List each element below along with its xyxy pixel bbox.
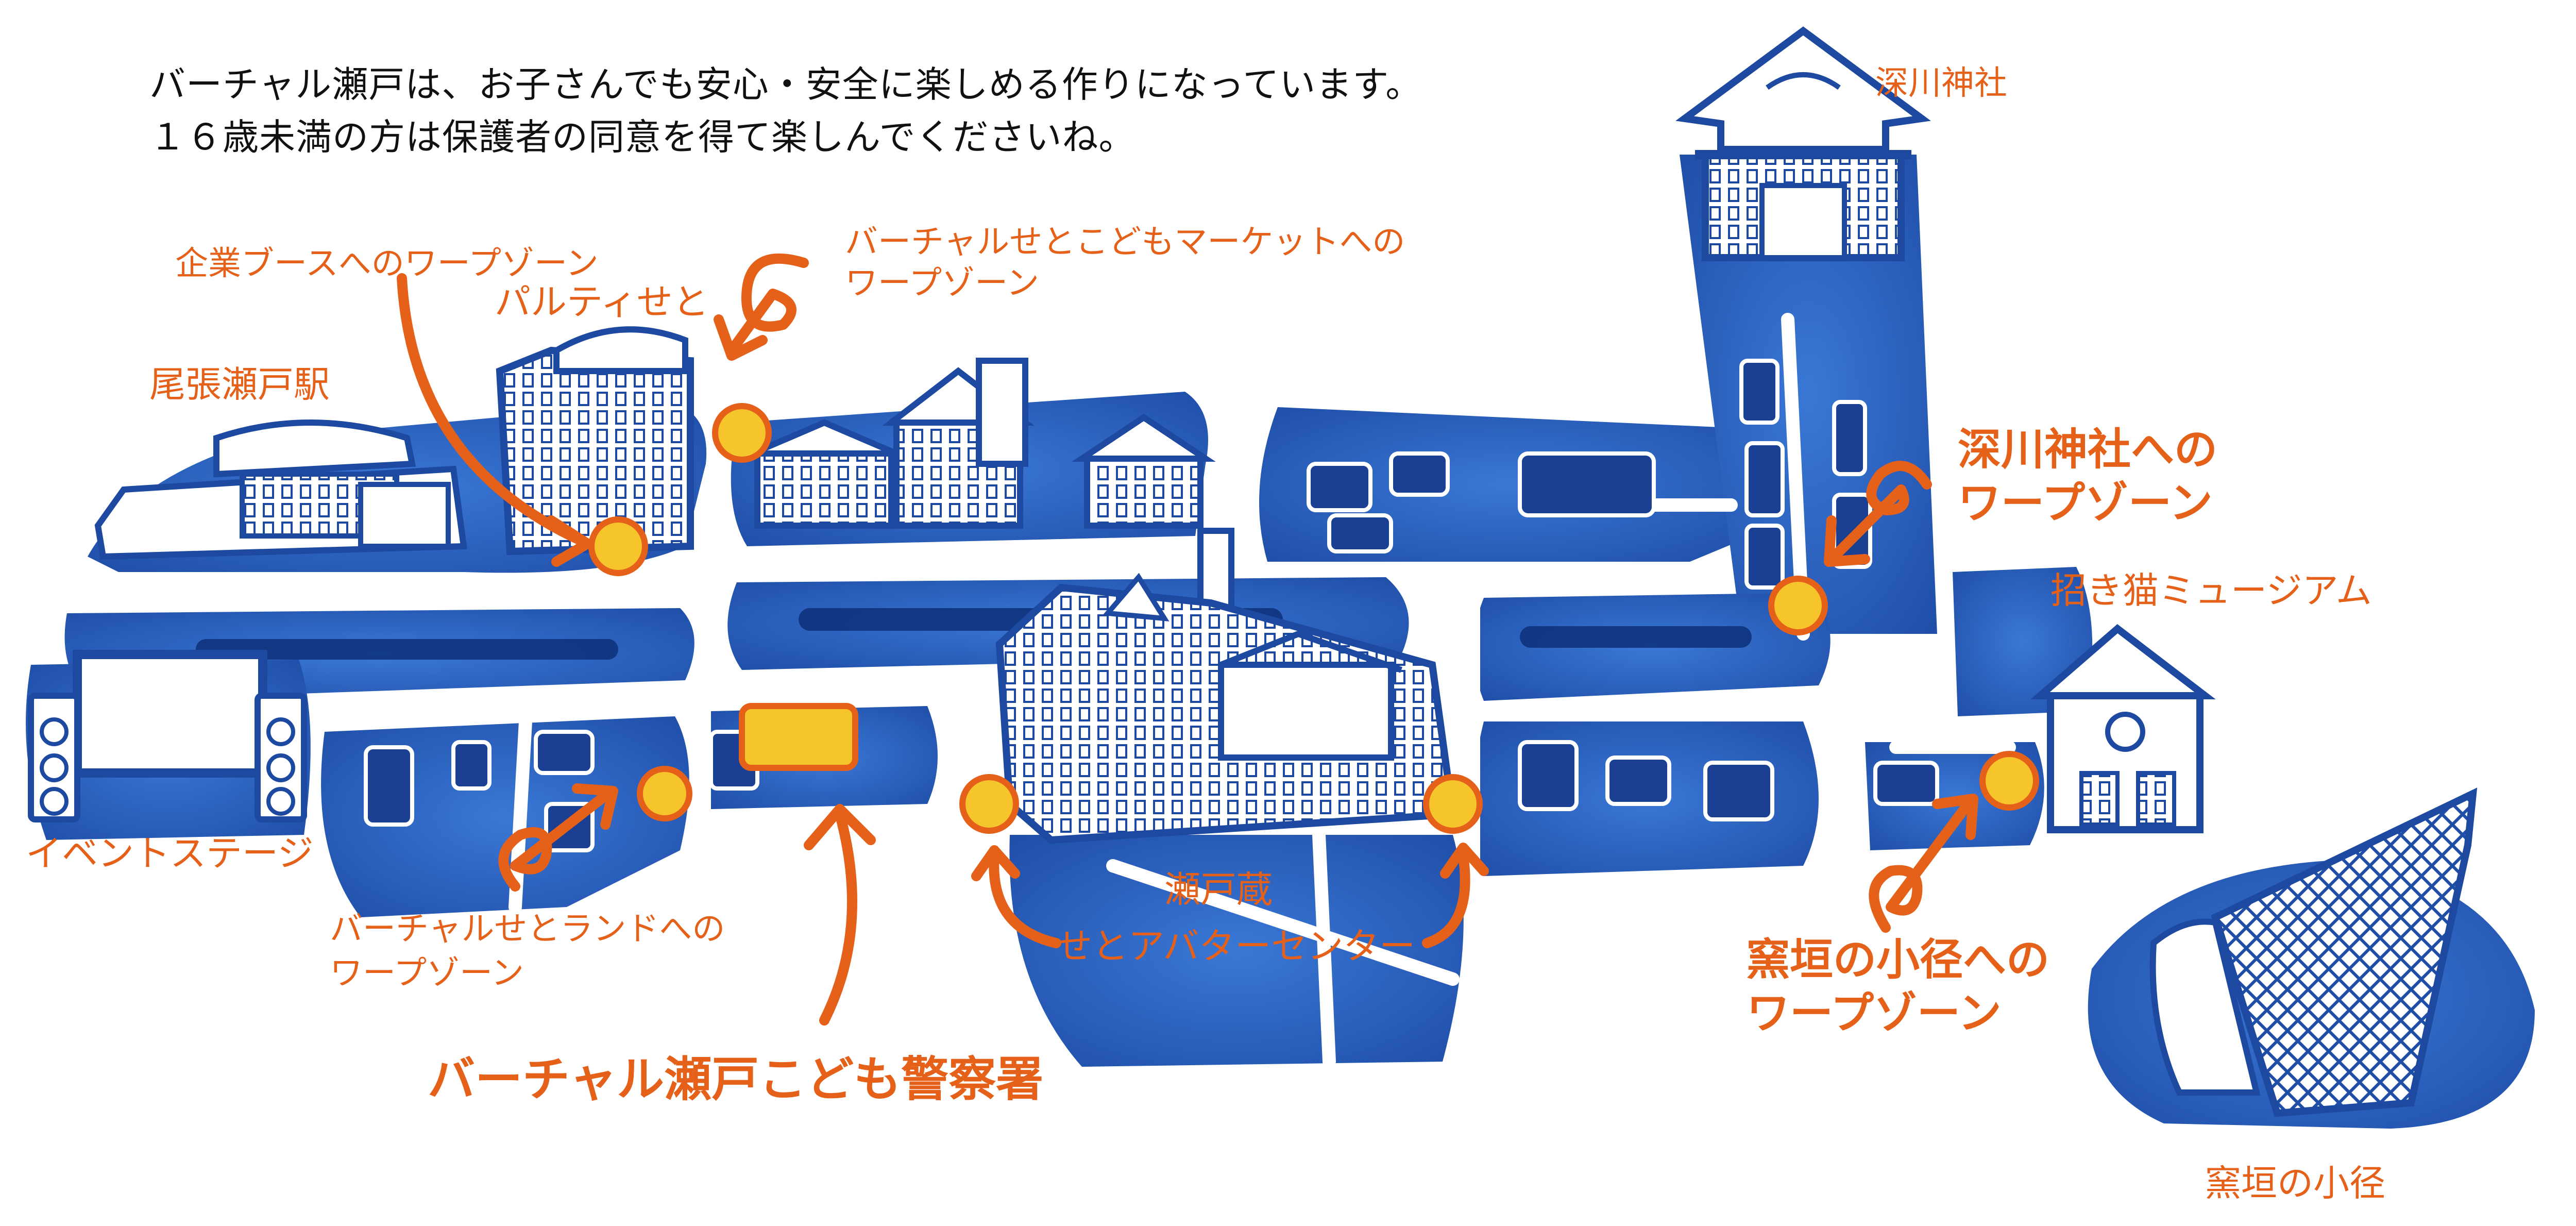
arrow-kamagaki (1869, 799, 1973, 933)
arrow-seto-land (498, 788, 613, 892)
warp-zone-kids-market[interactable] (712, 403, 772, 463)
label-owari-seto-station: 尾張瀬戸駅 (149, 363, 330, 406)
warp-label-kids-market: バーチャルせとこどもマーケットへの ワープゾーン (845, 222, 1405, 304)
warp-label-kids-market-line1: バーチャルせとこどもマーケットへの (845, 223, 1405, 261)
warp-label-seto-land-line2: ワープゾーン (330, 954, 524, 993)
arrow-avatar-right (1422, 850, 1470, 948)
warp-zone-company-booth[interactable] (588, 516, 648, 576)
parti-seto-building (496, 326, 694, 556)
seto-gura-building (995, 528, 1457, 844)
intro-line-2: １６歳未満の方は保護者の同意を得て楽しんでくださいね。 (149, 116, 1136, 158)
warp-label-seto-land-line1: バーチャルせとランドへの (330, 910, 725, 948)
event-stage-screen (28, 650, 307, 822)
warp-label-kids-market-line2: ワープゾーン (845, 264, 1039, 303)
warp-zone-avatar-right[interactable] (1423, 774, 1483, 834)
label-seto-gura: 瀬戸蔵 (1164, 868, 1273, 911)
label-avatar-center: せとアバターセンター (1056, 925, 1416, 967)
warp-label-kamagaki-line1: 窯垣の小径への (1747, 934, 2050, 985)
label-kamagaki-path: 窯垣の小径 (2205, 1162, 2385, 1204)
arrow-company-booth (397, 273, 587, 546)
warp-zone-avatar-left[interactable] (959, 774, 1019, 834)
warp-zone-kamagaki[interactable] (1979, 751, 2039, 811)
label-parti-seto: パルティせと (495, 281, 709, 323)
warp-label-company-booth: 企業ブースへのワープゾーン (175, 237, 599, 284)
warp-label-kamagaki-line2: ワープゾーン (1747, 988, 2002, 1038)
manekineko-museum-building (2030, 624, 2216, 833)
arrow-fukagawa (1829, 461, 1932, 562)
warp-arrows (397, 253, 1978, 1026)
warp-label-kamagaki: 窯垣の小径への ワープゾーン (1747, 933, 2049, 1040)
roads (509, 313, 2016, 1068)
warp-zone-police-station[interactable] (739, 703, 858, 771)
warp-zone-fukagawa[interactable] (1768, 576, 1828, 635)
fukagawa-shrine-building (1675, 26, 1931, 261)
warp-zone-seto-land[interactable] (637, 766, 692, 821)
arrow-avatar-left (989, 850, 1061, 948)
label-event-stage: イベントステージ (26, 832, 314, 875)
label-manekineko-museum: 招き猫ミュージアム (2050, 569, 2372, 612)
warp-label-fukagawa: 深川神社への ワープゾーン (1958, 423, 2217, 530)
warp-label-fukagawa-line2: ワープゾーン (1958, 478, 2213, 528)
arrow-police (819, 809, 857, 1026)
warp-label-company-booth-line1: 企業ブースへのワープゾーン (175, 245, 599, 283)
market-houses (751, 358, 1216, 529)
intro-line-1: バーチャル瀬戸は、お子さんでも安心・安全に楽しめる作りになっています。 (149, 63, 1422, 106)
kamagaki-wall (2149, 787, 2478, 1117)
block-setogura-south (1009, 835, 1464, 1067)
label-police-station: バーチャル瀬戸こども警察署 (428, 1052, 1044, 1107)
station-building (94, 419, 467, 560)
label-fukagawa-shrine: 深川神社 (1875, 64, 2007, 103)
arrow-kids-market (726, 253, 809, 356)
warp-label-seto-land: バーチャルせとランドへの ワープゾーン (330, 907, 725, 996)
small-buildings (364, 359, 1939, 852)
warp-label-fukagawa-line1: 深川神社への (1958, 424, 2218, 475)
